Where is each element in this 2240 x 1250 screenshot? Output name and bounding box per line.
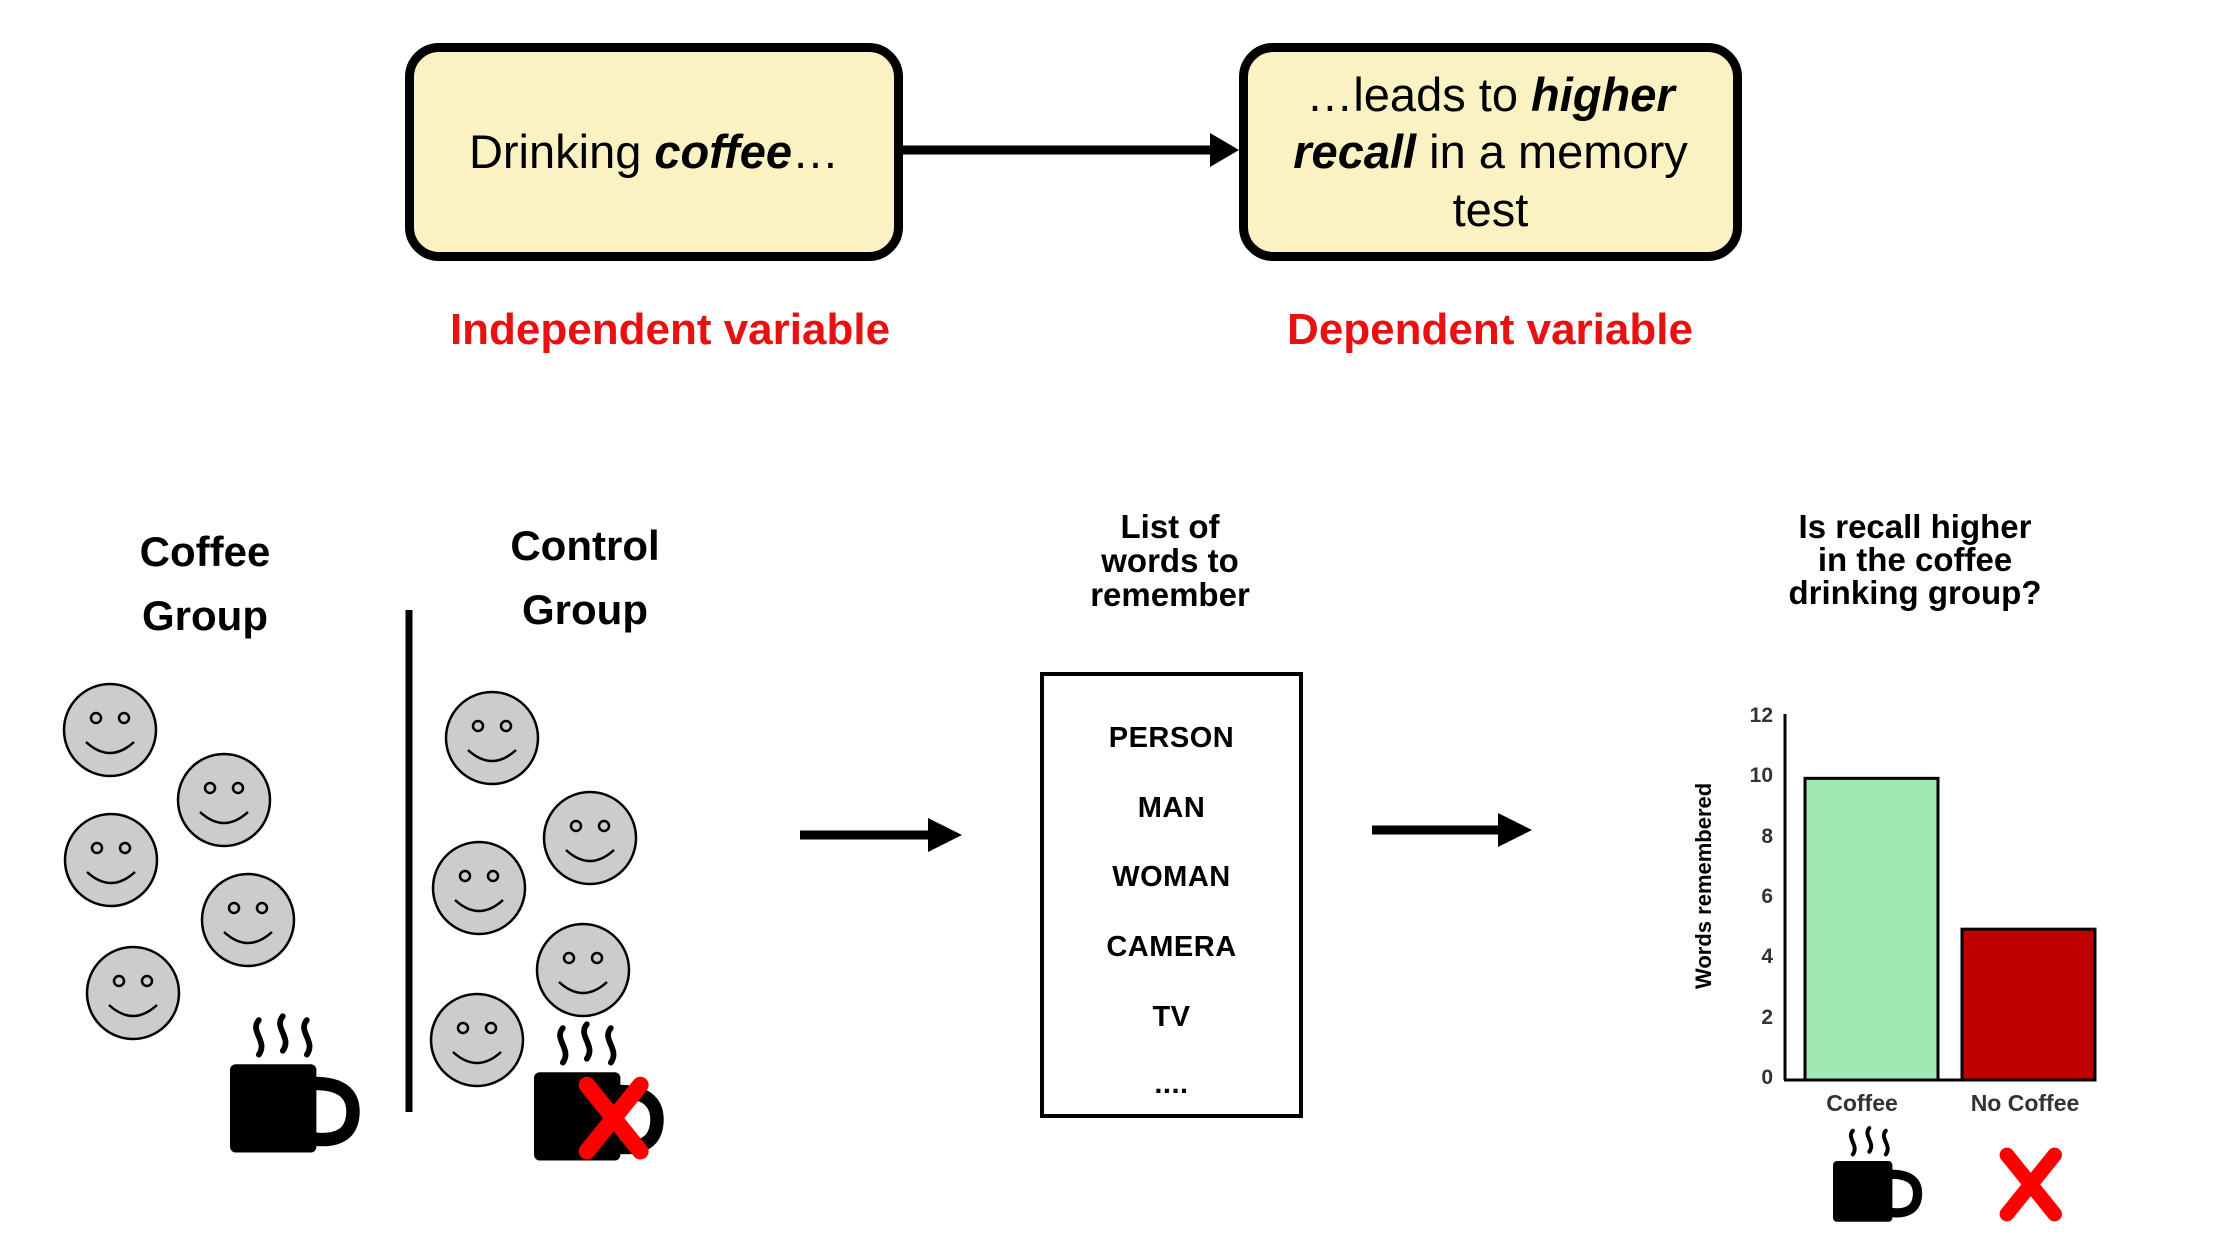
word-list-heading: List of words to remember (1090, 508, 1250, 613)
flow-arrow-2 (1372, 813, 1532, 847)
smiley-face-icon (429, 992, 525, 1088)
smiley-face-icon (444, 690, 540, 786)
dependent-variable-label: Dependent variable (1287, 305, 1693, 354)
y-tick-label: 4 (1761, 945, 1773, 969)
smiley-face-icon (63, 812, 159, 908)
cause-text: Drinking coffee… (468, 125, 840, 179)
control-group-heading: Control Group (510, 522, 660, 633)
y-tick-label: 12 (1749, 704, 1773, 727)
y-tick-label: 0 (1761, 1066, 1773, 1089)
word-item: TV (1152, 1001, 1191, 1033)
bar-no-coffee (1960, 927, 2097, 1082)
word-item: .... (1154, 1068, 1189, 1100)
effect-box: …leads to higher recall in a memory test (1239, 43, 1742, 261)
coffee-mug-icon (1833, 1128, 1918, 1222)
cause-effect-arrow (903, 133, 1239, 167)
y-axis-label: Words remembered (1691, 782, 1716, 989)
red-x-icon (2007, 1155, 2055, 1214)
word-list-box: PERSON MAN WOMAN CAMERA TV .... (1040, 672, 1303, 1118)
chart-title: Is recall higher in the coffee drinking … (1788, 508, 2042, 611)
control-group-faces (429, 690, 638, 1088)
smiley-face-icon (85, 945, 181, 1041)
coffee-mug-icon (230, 1016, 353, 1152)
y-tick-label: 8 (1761, 824, 1773, 848)
y-tick-label: 2 (1761, 1005, 1773, 1029)
word-item: CAMERA (1106, 931, 1237, 963)
smiley-face-icon (431, 840, 527, 936)
independent-variable-label: Independent variable (449, 305, 891, 354)
smiley-face-icon (176, 752, 272, 848)
flow-arrow-1 (800, 818, 962, 852)
smiley-face-icon (200, 872, 296, 968)
x-tick-label: Coffee (1826, 1090, 1898, 1116)
coffee-group-faces (62, 682, 296, 1041)
cause-box: Drinking coffee… (405, 43, 903, 261)
word-item: MAN (1137, 792, 1206, 824)
y-tick-label: 6 (1761, 885, 1773, 908)
word-item: WOMAN (1112, 861, 1231, 893)
bar-coffee (1803, 776, 1940, 1082)
smiley-face-icon (535, 922, 631, 1018)
coffee-group-heading: Coffee Group (139, 528, 271, 639)
bar-chart (1783, 714, 2097, 1082)
effect-text: …leads to higher recall in a memory test (1293, 68, 1688, 236)
y-tick-label: 10 (1749, 764, 1773, 788)
x-tick-label: No Coffee (1970, 1090, 2080, 1116)
smiley-face-icon (62, 682, 158, 778)
word-item: PERSON (1108, 722, 1235, 754)
smiley-face-icon (542, 790, 638, 886)
